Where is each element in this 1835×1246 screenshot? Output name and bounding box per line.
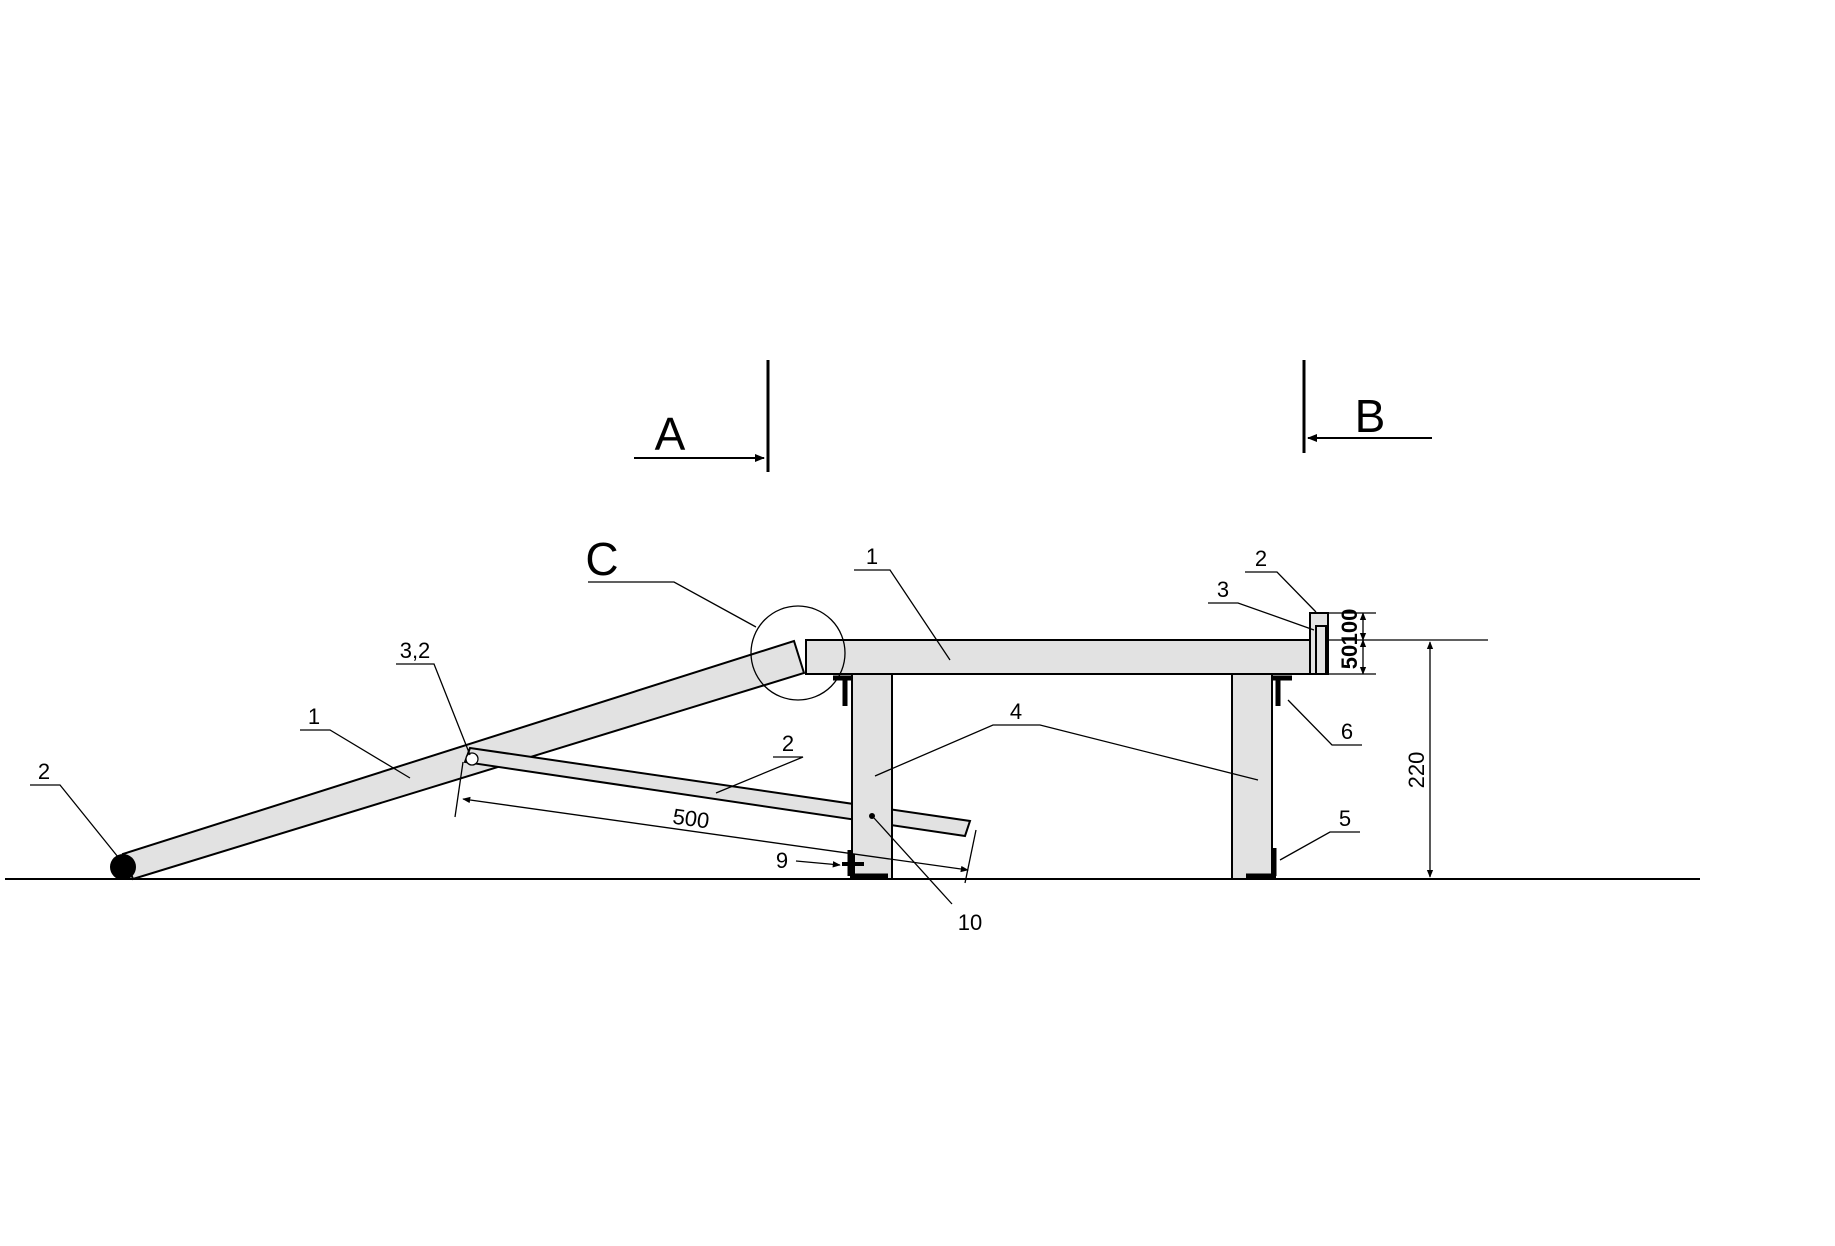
leader-rail-post — [1245, 571, 1317, 613]
label-platform: 1 — [866, 544, 878, 569]
dim-rail-height: 100 — [1337, 609, 1367, 646]
label-legs: 4 — [1010, 699, 1022, 724]
label-ramp-wheel: 2 — [38, 759, 50, 784]
leader-rail-bracket — [1208, 602, 1315, 631]
leader-platform — [854, 569, 951, 661]
leader-legs — [874, 724, 1259, 781]
leader-leg-bracket — [1287, 699, 1362, 746]
label-rail-bracket: 3 — [1217, 577, 1229, 602]
detail-c-label: C — [585, 533, 618, 585]
dim-platform-height-text: 220 — [1404, 752, 1429, 789]
label-brace: 2 — [782, 731, 794, 756]
hinge-pin — [465, 752, 479, 766]
section-a-label: A — [655, 408, 686, 460]
section-mark-a: A — [634, 360, 770, 472]
ramp-wheel — [110, 854, 136, 880]
label-brace-pin: 10 — [958, 910, 982, 935]
leader-foot-plate — [1279, 831, 1360, 861]
label-stop-bolt: 9 — [776, 848, 788, 873]
dim-deck-thickness-text: 50 — [1337, 645, 1362, 669]
label-ramp-hinge: 3,2 — [400, 638, 431, 663]
section-b-label: B — [1355, 390, 1386, 442]
dim-rail-height-text: 100 — [1337, 609, 1362, 646]
leg-bracket-left — [833, 675, 852, 706]
label-rail-post: 2 — [1255, 546, 1267, 571]
rail-bracket — [1315, 625, 1327, 675]
leader-ramp — [300, 729, 411, 779]
detail-circle-c — [750, 605, 846, 701]
foot-plate-right — [1246, 848, 1277, 879]
dim-deck-thickness: 50 — [1337, 639, 1367, 675]
leader-ramp-hinge — [396, 663, 471, 756]
leader-ramp-wheel — [30, 784, 119, 858]
label-foot-plate: 5 — [1339, 806, 1351, 831]
label-ramp: 1 — [308, 704, 320, 729]
leader-stop-bolt — [795, 860, 841, 868]
leg-bracket-right — [1272, 675, 1292, 706]
label-leg-bracket: 6 — [1341, 719, 1353, 744]
ramp-board — [121, 639, 806, 881]
dim-brace-length-text: 500 — [671, 804, 711, 834]
leg-left — [851, 673, 893, 880]
leg-right — [1231, 673, 1273, 880]
section-mark-b: B — [1302, 360, 1432, 453]
dim-brace-length: 500 — [454, 761, 977, 884]
leader-c — [588, 581, 757, 628]
platform-deck — [805, 639, 1329, 675]
leader-brace — [715, 756, 804, 794]
dim-platform-height: 220 — [1404, 641, 1434, 878]
